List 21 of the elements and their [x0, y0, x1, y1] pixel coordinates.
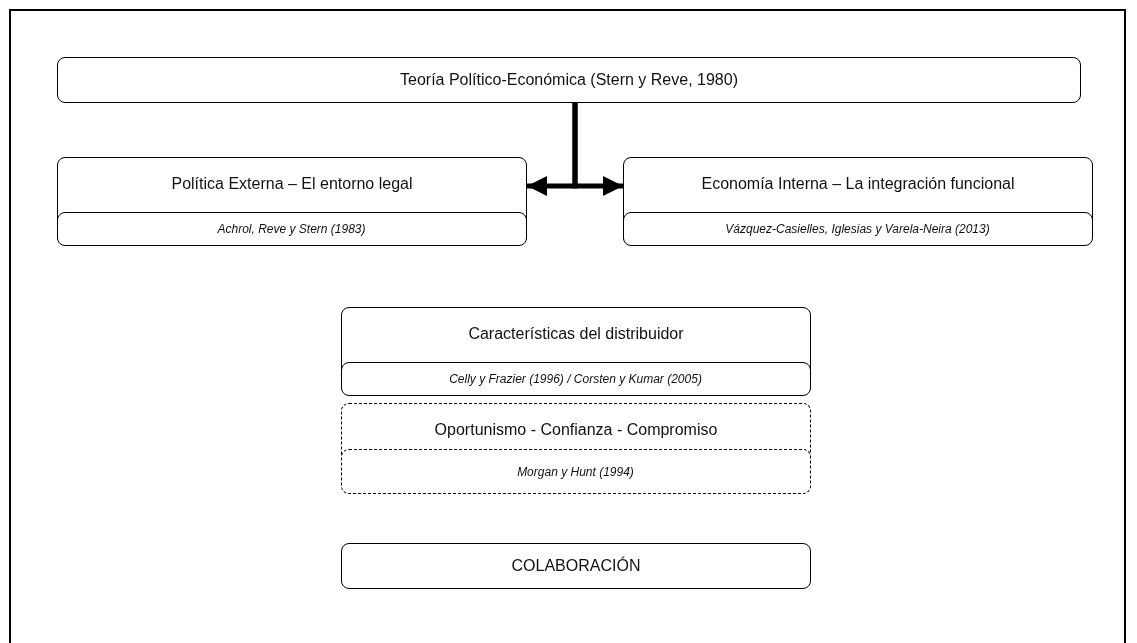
concept-title: Economía Interna – La integración funcional — [701, 175, 1015, 193]
concept-title: Características del distribuidor — [468, 325, 684, 343]
concept-title: Oportunismo - Confianza - Compromiso — [434, 421, 718, 439]
concept-box — [623, 157, 1093, 245]
concept-box — [341, 403, 811, 493]
concept-box — [341, 307, 811, 395]
citation-text: Celly y Frazier (1996) / Corsten y Kumar (2005) — [449, 372, 702, 386]
citation-text: Vázquez-Casielles, Iglesias y Varela-Neira (2013) — [725, 222, 990, 236]
concept-title: COLABORACIÓN — [511, 557, 641, 575]
citation-box — [340, 362, 811, 396]
citation-box — [340, 449, 811, 494]
citation-text: Morgan y Hunt (1994) — [517, 464, 634, 479]
arrow — [572, 103, 623, 196]
citation-box — [622, 212, 1093, 246]
citation-text: Achrol, Reve y Stern (1983) — [217, 222, 366, 236]
citation-box — [56, 212, 527, 246]
concept-title: Teoría Político-Económica (Stern y Reve, 1980) — [400, 71, 738, 89]
concept-box — [57, 57, 1081, 103]
concept-title: Política Externa – El entorno legal — [171, 175, 413, 193]
concept-box — [341, 543, 811, 589]
concept-box — [57, 157, 527, 245]
